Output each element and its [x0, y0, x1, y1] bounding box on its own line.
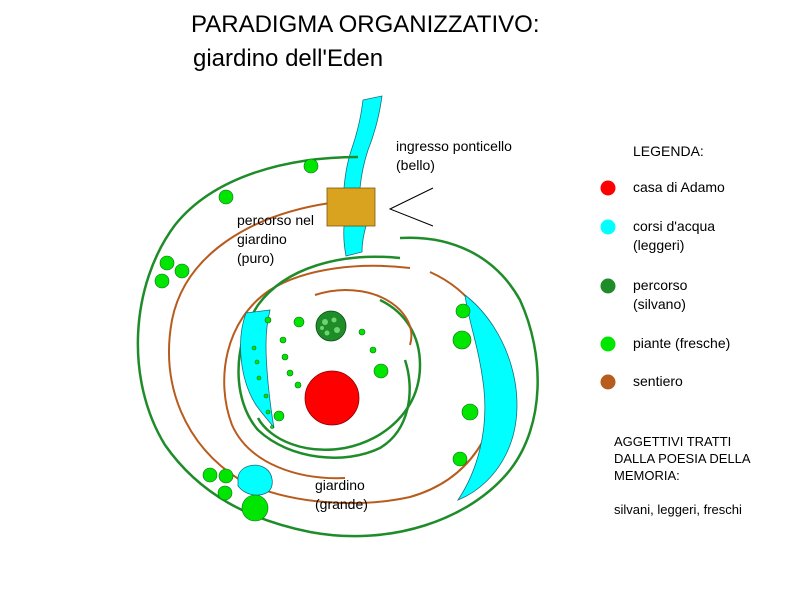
adjectives-note: AGGETTIVI TRATTI DALLA POESIA DELLA MEMO… — [614, 433, 751, 518]
page-title: PARADIGMA ORGANIZZATIVO: — [191, 11, 540, 38]
inner-green-path — [237, 255, 411, 459]
label-ingresso-line2: (bello) — [396, 157, 435, 173]
pond — [237, 464, 273, 496]
label-percorso: percorso nel giardino (puro) — [237, 211, 314, 268]
label-giardino: giardino (grande) — [315, 476, 368, 514]
legend-dot-piante — [600, 336, 616, 352]
label-giardino-line1: giardino — [315, 477, 365, 493]
legend-heading: LEGENDA: — [633, 143, 704, 159]
adjectives-line2: DALLA POESIA DELLA — [614, 451, 751, 466]
label-percorso-line2: giardino — [237, 231, 287, 247]
label-percorso-line1: percorso nel — [237, 212, 315, 228]
legend-dot-acqua — [600, 219, 616, 235]
page-subtitle: giardino dell'Eden — [193, 45, 384, 72]
legend-label-casa: casa di Adamo — [633, 179, 725, 195]
label-ingresso-line1: ingresso ponticello — [396, 138, 512, 154]
adjectives-list: silvani, leggeri, freschi — [614, 502, 742, 517]
legend-label-sentiero: sentiero — [633, 373, 683, 389]
brown-trail-inner — [223, 264, 411, 480]
bridge-pointer — [388, 187, 434, 227]
legend-label-acqua-2: (leggeri) — [633, 237, 685, 253]
bush — [315, 310, 347, 342]
legend-label-acqua-1: corsi d'acqua — [633, 218, 716, 234]
legend-dots — [600, 180, 616, 390]
water-crescent-left — [240, 309, 275, 429]
legend-dot-casa — [600, 180, 616, 196]
legend-label-piante: piante (fresche) — [633, 335, 731, 351]
label-ingresso: ingresso ponticello (bello) — [396, 137, 512, 175]
plants — [154, 158, 479, 522]
stream-below-bridge — [343, 225, 367, 257]
water-crescent-right — [456, 294, 518, 501]
adjectives-line3: MEMORIA: — [614, 468, 680, 483]
inner-brown-arc — [314, 289, 413, 346]
adjectives-line1: AGGETTIVI TRATTI — [614, 434, 732, 449]
legend-dot-percorso — [600, 278, 616, 294]
casa-di-adamo — [304, 370, 360, 426]
stream-top — [343, 95, 383, 189]
label-giardino-line2: (grande) — [315, 496, 368, 512]
legend-label-percorso-1: percorso — [633, 277, 688, 293]
bridge — [326, 187, 376, 227]
label-percorso-line3: (puro) — [237, 250, 275, 266]
legend-label-percorso-2: (silvano) — [633, 296, 686, 312]
outer-green-path — [136, 155, 539, 538]
legend-dot-sentiero — [600, 374, 616, 390]
